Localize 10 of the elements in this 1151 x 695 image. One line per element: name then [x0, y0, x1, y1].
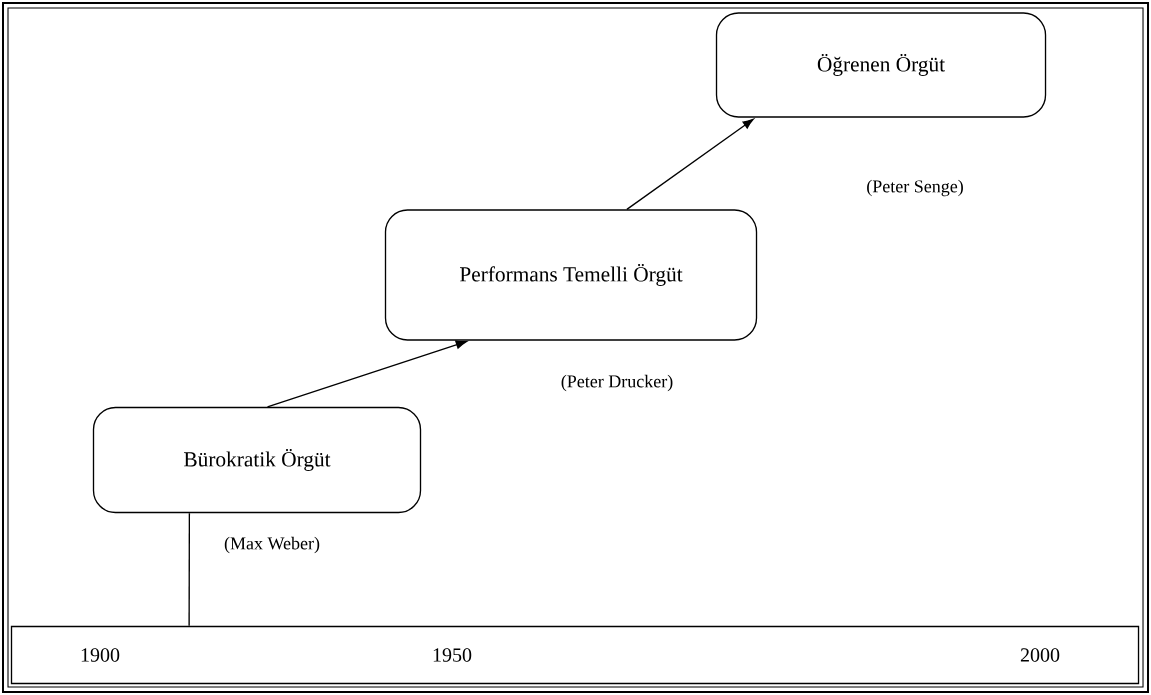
process-box: Bürokratik Örgüt	[92, 406, 422, 514]
process-box: Performans Temelli Örgüt	[384, 209, 758, 341]
process-box: Öğrenen Örgüt	[715, 12, 1047, 118]
arrow	[626, 118, 754, 210]
caption-text: (Peter Senge)	[867, 179, 963, 197]
timeline-band: 1900 1950 2000	[10, 625, 1140, 685]
caption-text: (Peter Drucker)	[561, 374, 673, 392]
caption-text: (Max Weber)	[224, 536, 320, 554]
connector-line	[188, 512, 191, 627]
arrow	[266, 340, 467, 408]
